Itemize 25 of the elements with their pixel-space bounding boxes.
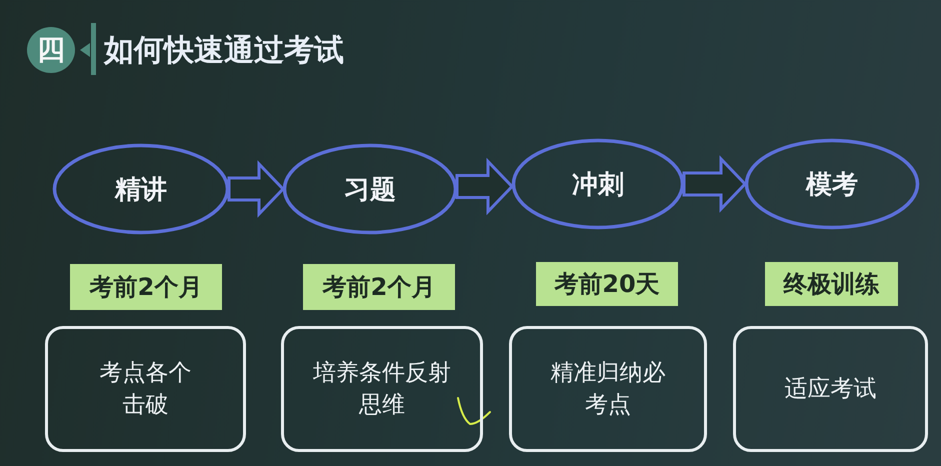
stage-ellipse	[512, 139, 684, 229]
title: 如何快速通过考试	[104, 32, 344, 70]
timing-tag: 考前20天	[536, 262, 678, 306]
stage-ellipse	[283, 144, 457, 234]
card-text: 适应考试	[784, 374, 878, 404]
card-text: 考点各个击破	[98, 358, 192, 420]
stage-label: 精讲	[115, 174, 167, 206]
card-text: 培养条件反射思维	[312, 358, 452, 420]
description-card	[509, 326, 707, 452]
card-text: 精准归纳必考点	[550, 358, 666, 420]
stage-label: 冲刺	[572, 168, 624, 202]
timing-tag: 终极训练	[765, 262, 898, 306]
timing-tag: 考前2个月	[303, 264, 455, 310]
description-card	[733, 326, 928, 452]
timing-tag: 考前2个月	[70, 264, 222, 310]
block-arrow	[228, 160, 286, 218]
block-arrow	[456, 158, 514, 216]
description-card	[281, 326, 483, 452]
section-number-badge: 四	[27, 27, 75, 73]
description-card	[45, 326, 246, 452]
stage-label: 习题	[344, 174, 396, 206]
stage-label: 模考	[806, 168, 858, 202]
stage-ellipse	[745, 139, 919, 229]
block-arrow	[682, 155, 748, 213]
stage-ellipse	[53, 144, 229, 234]
